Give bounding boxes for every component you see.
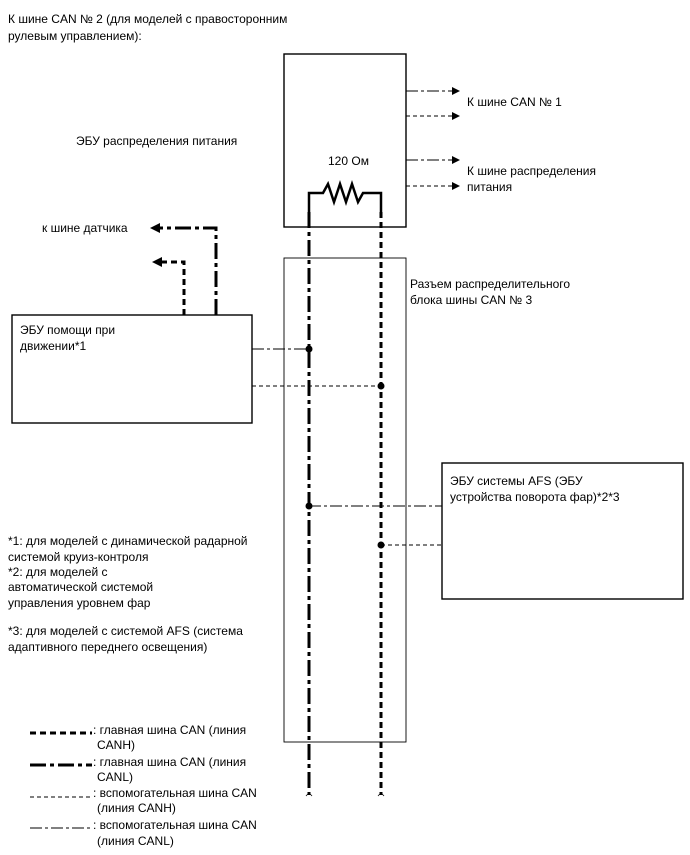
driving-support-ecu-box [11,314,253,424]
footnote-2-line-1: *2: для моделей с [8,565,108,579]
bus-end-squiggle-right [377,793,385,797]
dest-power-dist-label-2: питания [467,180,512,194]
junction-block-label-1: Разъем распределительного [410,277,570,291]
header-line-2: рулевым управлением): [8,29,142,43]
bus-end-squiggle-left [305,793,313,797]
legend-main-canl-label-2: CANL) [97,770,133,784]
junction-dot-4 [377,541,385,549]
footnote-3-line-2: адаптивного переднего освещения) [8,640,207,654]
legend-aux-canl-label-1: : вспомогательная шина CAN [93,818,257,832]
legend-aux-canh-label-2: (линия CANH) [97,801,176,815]
sensor-bus-canh-path [162,260,186,315]
junction-block-label-2: блока шины CAN № 3 [410,293,532,307]
driving-support-ecu-label-1: ЭБУ помощи при [20,323,115,337]
legend-aux-canl-label-2: (линия CANL) [97,834,174,848]
legend-main-canh-label-2: CANH) [97,738,135,752]
footnote-3-line-1: *3: для моделей с системой AFS (система [8,624,243,638]
power-distribution-ecu-label: ЭБУ распределения питания [76,134,237,148]
legend-aux-canh-label-1: : вспомогательная шина CAN [93,786,257,800]
afs-ecu-box [441,462,684,600]
junction-dot-3 [305,502,313,510]
footnote-1-line-1: *1: для моделей с динамической радарной [8,534,248,548]
header-line-1: К шине CAN № 2 (для моделей с правосторо… [8,12,287,26]
arrow-power-main-head [452,156,460,164]
junction-dot-2 [377,382,385,390]
sensor-bus-canl-arrowhead [150,223,160,233]
driving-support-ecu-label-2: движении*1 [20,339,86,353]
footnote-2-line-3: управления уровнем фар [8,596,151,610]
afs-ecu-label-2: устройства поворота фар)*2*3 [450,490,620,504]
footnote-2-line-2: автоматической системой [8,580,153,594]
legend-main-canh-label-1: : главная шина CAN (линия [93,723,246,737]
power-distribution-ecu-box [283,53,407,228]
legend-main-canl-label-1: : главная шина CAN (линия [93,755,246,769]
dest-power-dist-label-1: К шине распределения [467,164,596,178]
arrow-can1-aux-head [452,112,460,120]
sensor-bus-label: к шине датчика [42,221,128,235]
resistor-label: 120 Ом [328,154,369,168]
footnote-1-line-2: системой круиз-контроля [8,550,148,564]
arrow-power-aux-head [452,182,460,190]
termination-resistor [307,180,383,212]
sensor-bus-canh-arrowhead [152,257,162,267]
can3-junction-block-box [283,257,407,743]
junction-dot-1 [305,345,313,353]
sensor-bus-canl-path [160,226,218,315]
dest-can1-label: К шине CAN № 1 [467,95,562,109]
arrow-can1-main-head [452,87,460,95]
afs-ecu-label-1: ЭБУ системы AFS (ЭБУ [450,474,583,488]
